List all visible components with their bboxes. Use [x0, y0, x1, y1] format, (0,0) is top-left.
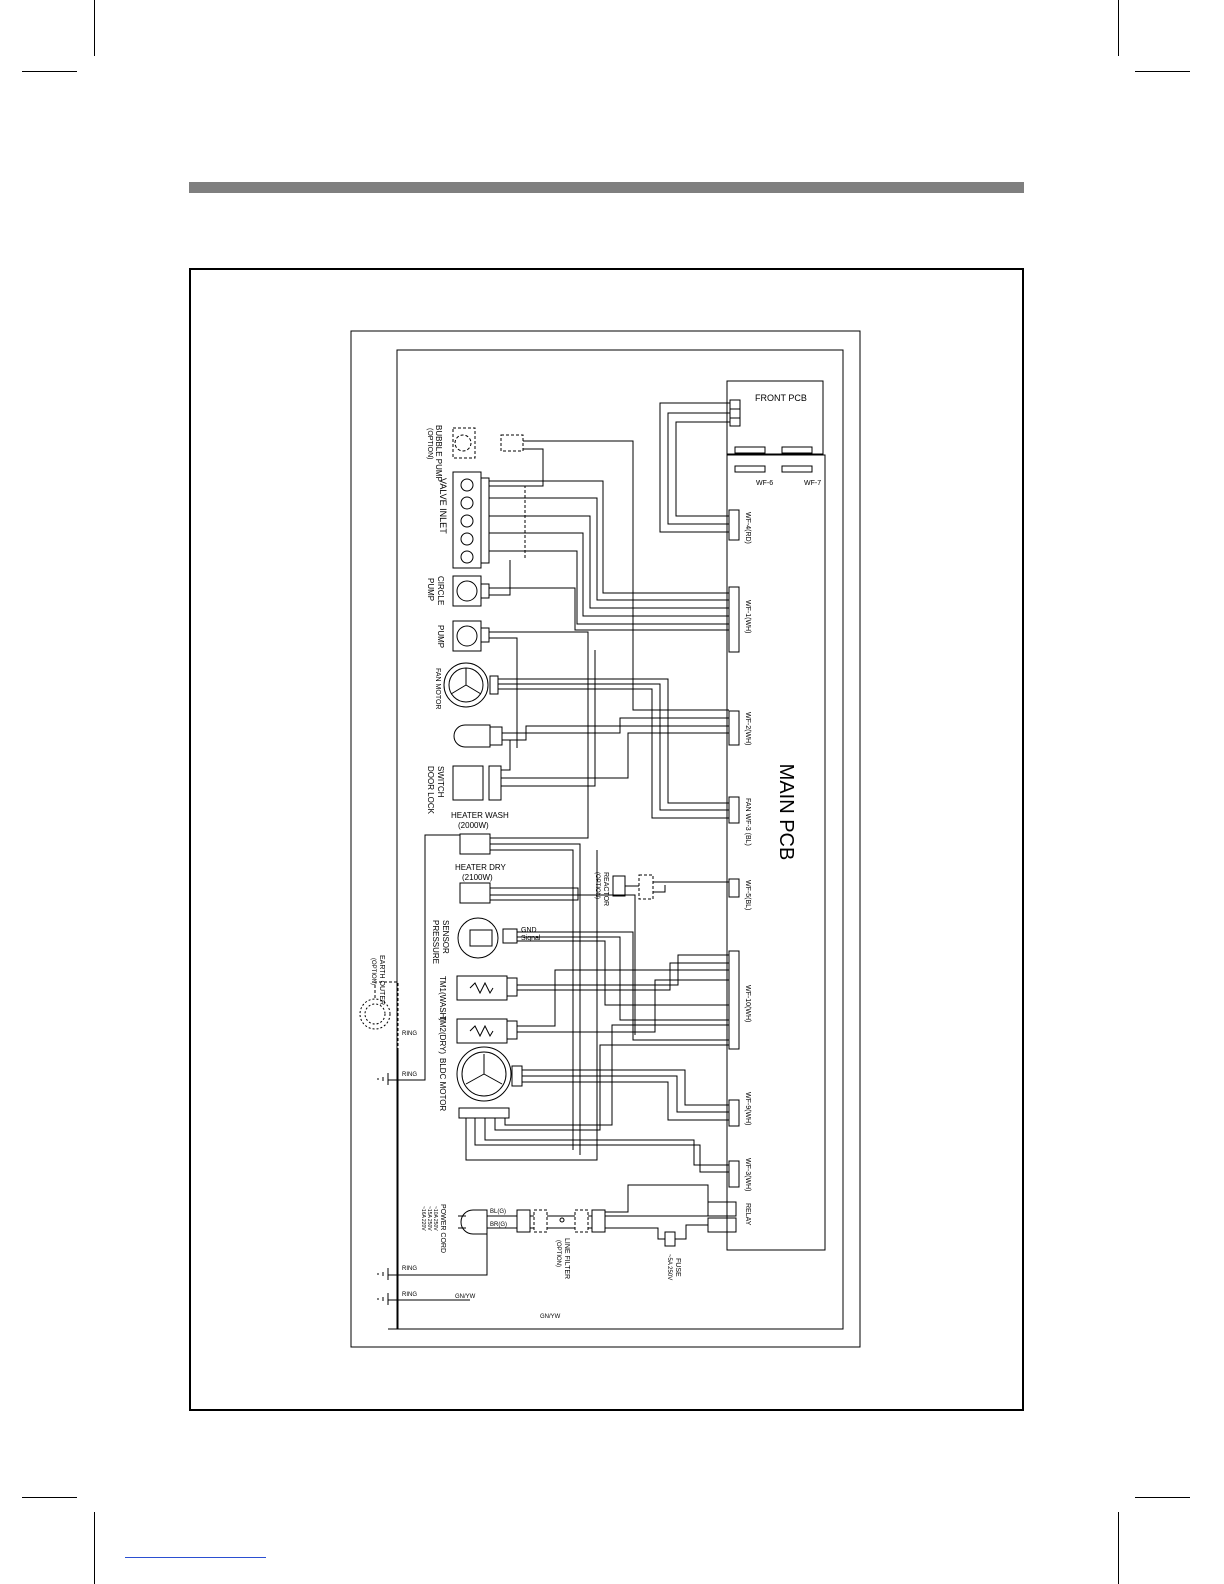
tm1-label: TM1(WASH)	[438, 976, 447, 1021]
conn-fan: FAN WF-3 (BL)	[744, 798, 751, 846]
gnd-label: GND	[521, 927, 537, 934]
front-pcb-label: FRONT PCB	[755, 393, 807, 403]
gnyw-label-1: GN/YW	[455, 1294, 476, 1300]
heater-dry	[459, 882, 491, 904]
bl-label: BL(G)	[490, 1209, 506, 1215]
crop-mark-bl-h	[22, 1497, 77, 1498]
main-pcb-label: MAIN PCB	[775, 764, 797, 861]
front-pcb-connector	[729, 399, 741, 427]
drawing-outer-border	[350, 330, 861, 1348]
fuse	[664, 1231, 676, 1247]
diagram-frame	[189, 268, 1024, 1411]
fuse-spec: ~5A 250V	[666, 1254, 672, 1280]
earth-outer-filter	[359, 981, 399, 1050]
bldc-motor-label: BLDC MOTOR	[438, 1058, 447, 1111]
ring-label-3: RING	[402, 1266, 417, 1272]
wax-element	[453, 724, 503, 748]
power-cord-plug	[458, 1209, 488, 1235]
earth-option-label: (OPTION)	[370, 958, 376, 985]
door-lock-switch	[452, 765, 502, 801]
section-header-bar	[189, 182, 1024, 193]
power-spec-3: ~16A 220V	[420, 1206, 426, 1231]
signal-label: Signal	[521, 935, 541, 942]
fuse-label: FUSE	[674, 1258, 681, 1277]
conn-wf10: WF-10(WH)	[744, 985, 751, 1022]
bldc-motor	[456, 1046, 523, 1119]
heater-dry-watt: (2100W)	[462, 873, 493, 882]
conn-wf9: WF-9(WH)	[744, 1092, 751, 1125]
conn-wf2: WF-2(WH)	[744, 712, 751, 745]
thermistor-wash	[456, 975, 518, 1001]
conn-wf4: WF-4(RD)	[744, 512, 751, 544]
line-filter	[516, 1209, 606, 1233]
tm2-label: TM2(DRY)	[438, 1016, 447, 1054]
connector-blocks	[707, 509, 740, 1233]
valve-inlet-label: VALVE INLET	[438, 478, 448, 534]
crop-mark-tr-v	[1118, 0, 1119, 56]
ground-symbols	[377, 1073, 389, 1305]
earth-outer-label: EARTH OUTER	[378, 955, 385, 1005]
door-switch-label-2: DOOR LOCK	[426, 766, 435, 815]
heater-dry-label: HEATER DRY	[455, 863, 506, 872]
front-port-wf7: WF-7	[804, 480, 821, 487]
heater-wash-watt: (2000W)	[458, 821, 489, 830]
line-filter-label: LINE FILTER	[563, 1238, 570, 1279]
pressure-sensor	[457, 917, 518, 959]
gnyw-label-2: GN/YW	[540, 1314, 561, 1320]
circle-pump-label-1: CIRCLE	[436, 576, 445, 605]
front-port-wf6: WF-6	[756, 480, 773, 487]
conn-wf1: WF-1(WH)	[744, 600, 751, 633]
power-spec-1: ~10A 250V	[432, 1206, 438, 1231]
thermistor-dry	[456, 1018, 518, 1044]
conn-wf5: WF-5(BL)	[744, 880, 751, 910]
circle-pump-label-2: PUMP	[426, 578, 435, 601]
bubble-pump-label: BUBBLE PUMP	[434, 425, 443, 482]
power-spec-2: ~15A 250V	[426, 1206, 432, 1231]
sensor-label: SENSOR	[441, 920, 450, 954]
wiring	[388, 440, 828, 1330]
conn-relay: RELAY	[744, 1203, 751, 1226]
line-filter-option: (OPTION)	[555, 1240, 561, 1267]
conn-wf3: WF-3(WH)	[744, 1158, 751, 1191]
drain-pump	[452, 620, 490, 652]
bubble-pump	[452, 427, 524, 459]
front-pcb-board	[726, 380, 824, 455]
bubble-pump-option: (OPTION)	[426, 428, 433, 460]
heater-wash	[459, 833, 491, 855]
crop-mark-br-h	[1135, 1497, 1190, 1498]
ring-label-4: RING	[402, 1292, 417, 1298]
heater-wash-label: HEATER WASH	[451, 811, 509, 820]
crop-mark-tr-h	[1135, 71, 1190, 72]
br-label: BR(G)	[490, 1222, 507, 1228]
crop-mark-tl-h	[22, 71, 77, 72]
footer-link-underline[interactable]	[125, 1557, 266, 1558]
ring-label-1: RING	[402, 1031, 417, 1037]
ring-label-2: RING	[402, 1072, 417, 1078]
door-switch-label-1: SWITCH	[436, 766, 445, 798]
reactor-label: REACTOR	[602, 872, 609, 906]
fan-motor-label: FAN MOTOR	[434, 668, 441, 709]
crop-mark-tl-v	[94, 0, 95, 56]
crop-mark-br-v	[1118, 1512, 1119, 1584]
fan-motor	[443, 662, 499, 708]
main-pcb-board	[726, 454, 826, 1251]
crop-mark-bl-v	[94, 1512, 95, 1584]
pump-label: PUMP	[436, 625, 445, 648]
pressure-label: PRESSURE	[431, 920, 440, 964]
circle-pump	[452, 575, 490, 607]
power-cord-label: POWER CORD	[439, 1204, 446, 1253]
valve-inlet	[452, 471, 490, 569]
